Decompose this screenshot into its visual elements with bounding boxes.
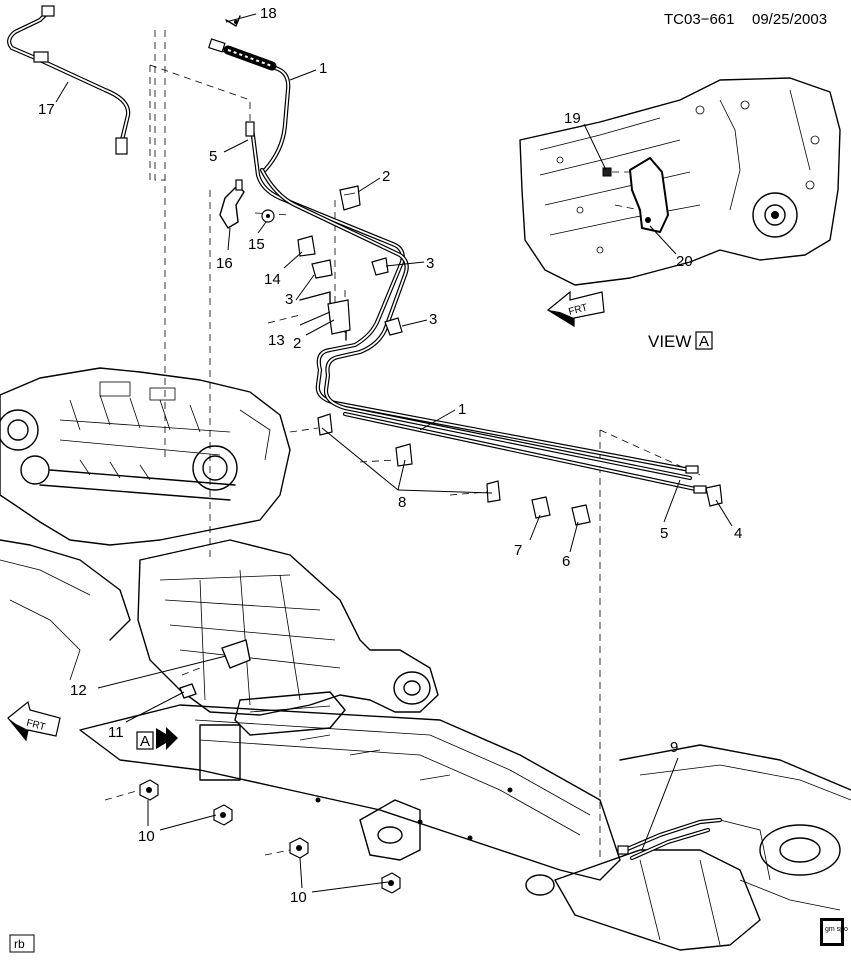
diagram-date: 09/25/2003 <box>752 11 827 28</box>
callout-1-lower: 1 <box>458 401 466 418</box>
fastener-18 <box>225 15 241 27</box>
view-label: VIEW <box>648 332 691 351</box>
callout-2-lower: 2 <box>293 335 301 352</box>
diagram-code: TC03−661 <box>664 11 734 28</box>
footer-tag: rb <box>14 937 25 951</box>
callout-1-upper: 1 <box>319 60 327 77</box>
callout-3-c: 3 <box>285 291 293 308</box>
nuts-10 <box>139 779 401 894</box>
callout-10-upper: 10 <box>138 828 155 845</box>
svg-text:gm spo: gm spo <box>825 926 848 933</box>
callout-18: 18 <box>260 5 277 22</box>
view-letter-box <box>695 331 713 350</box>
callout-16: 16 <box>216 255 233 272</box>
callout-numbers: 1 1 2 2 3 3 3 3 4 5 5 6 7 8 9 10 10 11 1… <box>38 5 742 906</box>
callout-13: 13 <box>268 332 285 349</box>
front-arrow-text-main: FRT <box>25 718 46 734</box>
front-arrow-view-a: FRT <box>546 290 605 328</box>
callout-5-lower: 5 <box>660 525 668 542</box>
callout-a-marker: A <box>136 727 178 750</box>
gm-spo-logo: gm spo <box>820 918 848 946</box>
callout-15: 15 <box>248 236 265 253</box>
footer-tag-box <box>9 934 35 953</box>
callout-6: 6 <box>562 553 570 570</box>
callout-3-b: 3 <box>429 311 437 328</box>
callout-12: 12 <box>70 682 87 699</box>
front-arrow-main: FRT <box>7 700 61 742</box>
reference-dashed-lines <box>104 30 701 860</box>
callout-11: 11 <box>108 724 124 741</box>
pipe-assembly <box>208 38 707 494</box>
callout-5-upper: 5 <box>209 148 217 165</box>
callout-14: 14 <box>264 271 281 288</box>
leader-lines <box>55 13 733 893</box>
frame-rail <box>79 704 851 951</box>
pipe-clips <box>219 179 723 526</box>
pipe-17 <box>7 5 131 155</box>
callout-a-letter: A <box>140 733 150 750</box>
callout-7: 7 <box>514 542 522 559</box>
engine-block <box>0 367 291 681</box>
transmission <box>137 539 439 736</box>
callout-19: 19 <box>564 110 581 127</box>
pipe-9 <box>617 817 723 861</box>
callout-4: 4 <box>734 525 742 542</box>
front-arrow-text-a: FRT <box>567 302 588 318</box>
view-a-transfer-case <box>519 77 841 286</box>
callout-17: 17 <box>38 101 55 118</box>
callout-2-upper: 2 <box>382 168 390 185</box>
callout-9: 9 <box>670 739 678 756</box>
callout-10-lower: 10 <box>290 889 307 906</box>
view-letter: A <box>699 333 709 350</box>
callout-20: 20 <box>676 253 693 270</box>
callout-8: 8 <box>398 494 406 511</box>
callout-3-a: 3 <box>426 255 434 272</box>
